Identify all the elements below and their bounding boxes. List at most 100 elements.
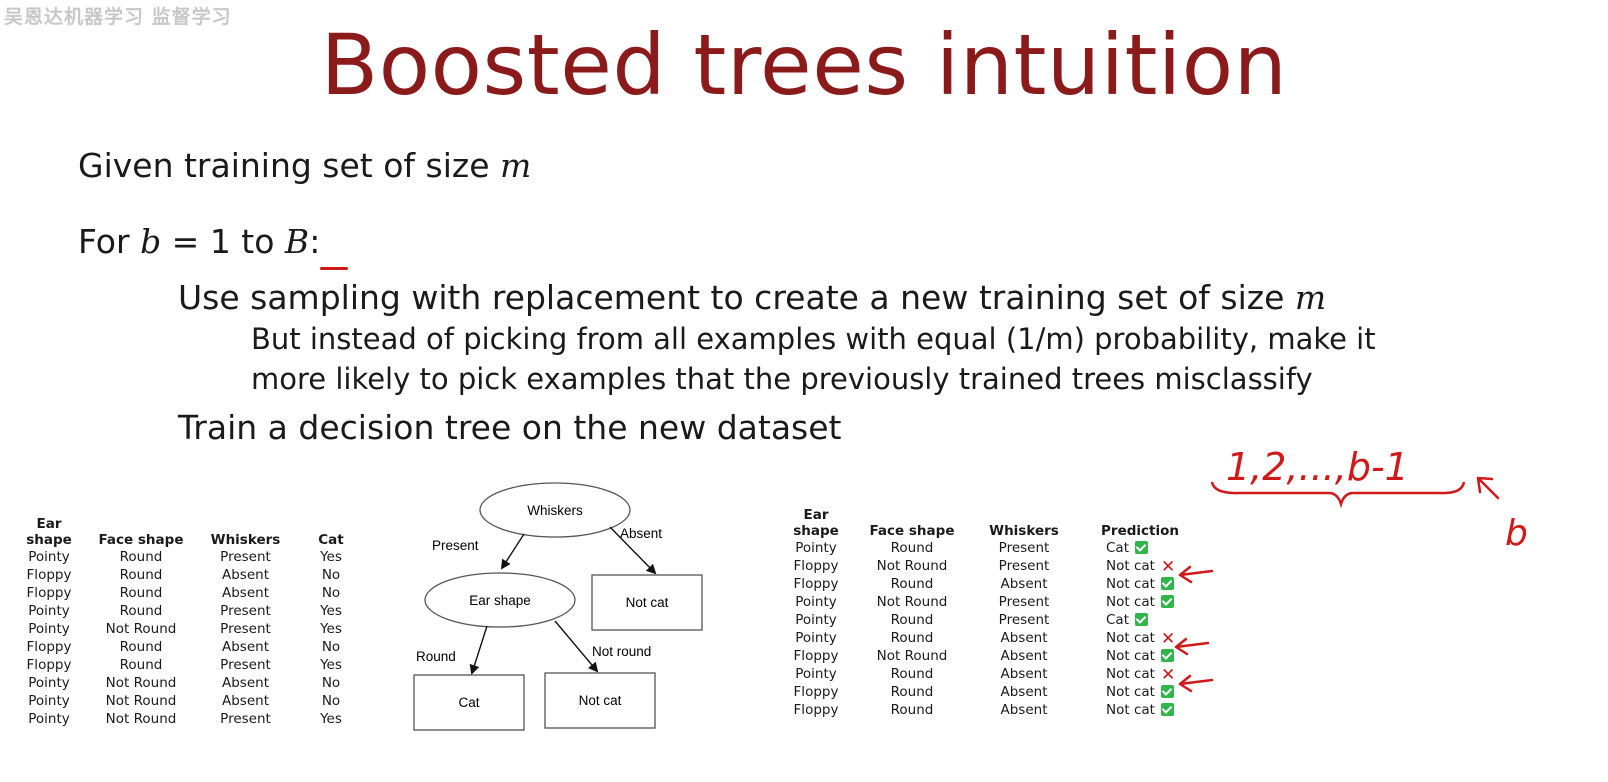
handwritten-sequence: 1,2,...,b-1 xyxy=(1226,445,1409,489)
header-prediction: Prediction xyxy=(1101,523,1179,539)
check-icon xyxy=(1135,541,1148,554)
node-ear-shape xyxy=(424,572,576,628)
cell-whiskers: Present xyxy=(220,711,271,727)
cell-ear-shape: Floppy xyxy=(793,684,839,700)
cell-prediction: Not cat✕ xyxy=(1080,629,1200,648)
cell-face-shape: Round xyxy=(119,549,163,565)
check-icon xyxy=(1160,685,1174,698)
edge-round-arrow xyxy=(469,625,488,675)
for-line: For b = 1 to B: xyxy=(78,222,320,261)
cell-face-shape: Not Round xyxy=(876,558,948,574)
cell-ear-shape: Floppy xyxy=(26,657,72,673)
cell-face-shape: Not Round xyxy=(105,621,177,637)
edge-present-arrow xyxy=(500,533,525,570)
cell-face-shape: Round xyxy=(890,702,934,718)
handwritten-annotations: 1,2,...,b-1 b xyxy=(1174,445,1528,693)
prediction-label: Not cat xyxy=(1106,594,1155,610)
given-text: Given training set of size xyxy=(78,146,501,185)
cell-face-shape: Round xyxy=(119,657,163,673)
cell-face-shape: Not Round xyxy=(105,693,177,709)
check-icon xyxy=(1160,703,1174,716)
check-icon xyxy=(1135,613,1148,626)
cell-prediction: Not cat✕ xyxy=(1080,557,1200,576)
cell-ear-shape: Pointy xyxy=(28,549,70,565)
handwritten-up-arrow xyxy=(1476,476,1500,500)
node-whiskers xyxy=(479,482,631,538)
edge-round-label: Round xyxy=(416,649,456,664)
prediction-label: Not cat xyxy=(1106,684,1155,700)
cross-icon: ✕ xyxy=(1160,665,1176,685)
cell-ear-shape: Pointy xyxy=(28,693,70,709)
cell-whiskers: Absent xyxy=(222,693,269,709)
cell-face-shape: Not Round xyxy=(876,648,948,664)
for-colon: : xyxy=(309,222,321,261)
cell-ear-shape: Floppy xyxy=(793,702,839,718)
cell-whiskers: Absent xyxy=(222,639,269,655)
cell-face-shape: Not Round xyxy=(105,675,177,691)
prediction-label: Cat xyxy=(1106,612,1129,628)
header-ear-shape: Ear shape xyxy=(26,516,72,548)
for-text: For xyxy=(78,222,141,261)
cell-ear-shape: Floppy xyxy=(26,585,72,601)
node-whiskers-label: Whiskers xyxy=(527,503,583,518)
cell-whiskers: Present xyxy=(220,603,271,619)
cell-prediction: Not cat xyxy=(1080,575,1200,593)
cell-cat: No xyxy=(321,675,341,691)
cell-whiskers: Absent xyxy=(222,585,269,601)
cell-face-shape: Not Round xyxy=(105,711,177,727)
cell-face-shape: Round xyxy=(119,567,163,583)
cell-whiskers: Absent xyxy=(1000,630,1048,646)
cell-whiskers: Present xyxy=(998,558,1050,574)
cell-face-shape: Round xyxy=(890,630,934,646)
leaf-cat-label: Cat xyxy=(458,695,479,710)
prediction-label: Not cat xyxy=(1106,666,1155,682)
cell-whiskers: Absent xyxy=(222,567,269,583)
cell-whiskers: Absent xyxy=(1000,648,1048,664)
cell-ear-shape: Pointy xyxy=(795,612,837,628)
cell-face-shape: Round xyxy=(890,684,934,700)
node-ear-shape-label: Ear shape xyxy=(469,593,531,608)
red-underline-mark xyxy=(320,267,348,270)
cell-prediction: Not cat xyxy=(1080,683,1200,701)
cell-prediction: Not cat xyxy=(1080,647,1200,665)
for-eq: = 1 to xyxy=(161,222,285,261)
instead-line-1: But instead of picking from all examples… xyxy=(251,322,1376,356)
var-b: b xyxy=(140,222,162,261)
prediction-label: Cat xyxy=(1106,540,1129,556)
cell-prediction: Not cat xyxy=(1080,701,1200,719)
train-line: Train a decision tree on the new dataset xyxy=(178,408,842,447)
leaf-not-cat-bottom-label: Not cat xyxy=(579,693,622,708)
cell-face-shape: Round xyxy=(119,585,163,601)
cell-ear-shape: Pointy xyxy=(28,711,70,727)
header-cat: Cat xyxy=(318,532,344,548)
prediction-label: Not cat xyxy=(1106,648,1155,664)
misclassify-arrow-3 xyxy=(1178,674,1214,693)
cell-face-shape: Round xyxy=(890,576,934,592)
cell-cat: Yes xyxy=(320,603,342,619)
cell-prediction: Not cat xyxy=(1080,593,1200,611)
table-header-row: Ear shape Face shape Whiskers Cat xyxy=(10,512,365,548)
cell-ear-shape: Pointy xyxy=(795,540,837,556)
cell-face-shape: Not Round xyxy=(876,594,948,610)
cell-face-shape: Round xyxy=(890,612,934,628)
table-header-row: Ear shape Face shape Whiskers Prediction xyxy=(776,503,1200,539)
cell-whiskers: Present xyxy=(998,594,1050,610)
cell-ear-shape: Pointy xyxy=(795,594,837,610)
slide-title: Boosted trees intuition xyxy=(320,16,1288,114)
var-m-2: m xyxy=(1294,278,1327,317)
leaf-cat xyxy=(413,674,525,731)
use-line: Use sampling with replacement to create … xyxy=(178,278,1326,317)
edge-not-round-label: Not round xyxy=(592,644,651,659)
leaf-not-cat-bottom xyxy=(544,672,656,729)
